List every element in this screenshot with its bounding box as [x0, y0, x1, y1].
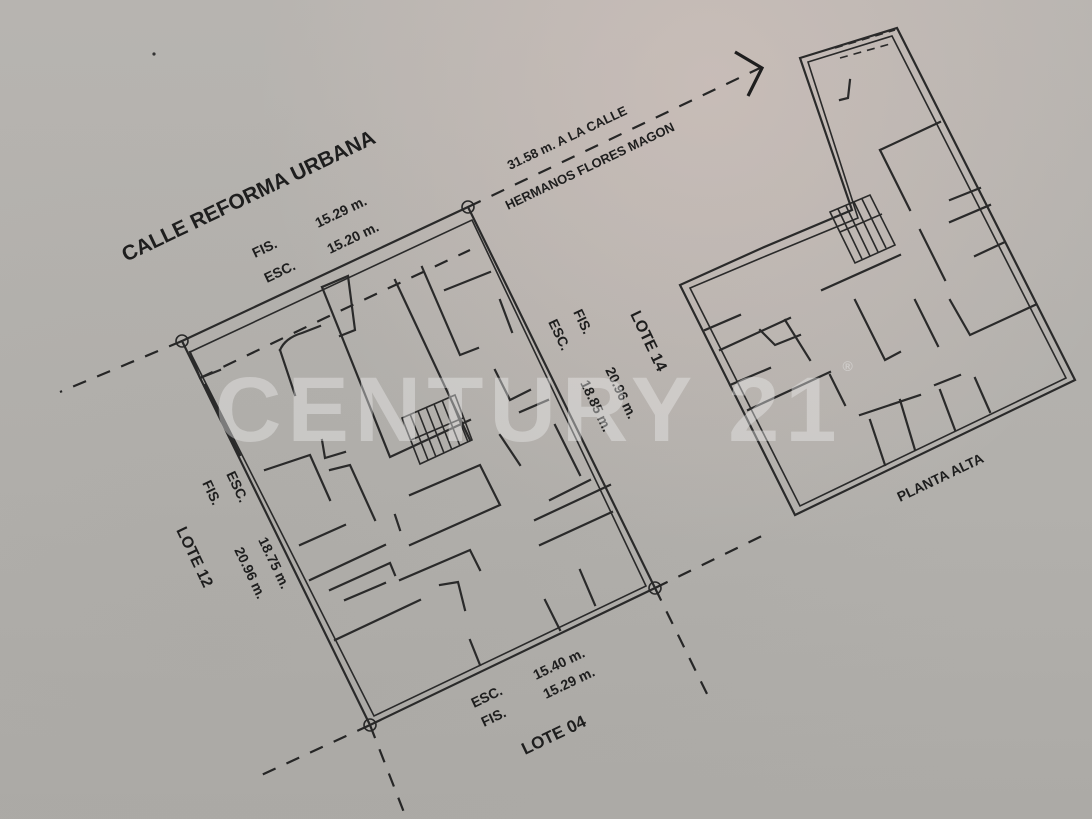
watermark: CENTURY 21®	[215, 358, 853, 463]
staircase-icon	[400, 393, 474, 466]
upper-floor-outline	[678, 26, 1077, 517]
neighbor-lote-12: LOTE 12	[172, 524, 215, 590]
direction-line	[467, 67, 761, 208]
upper-floor-outline-inner	[688, 35, 1068, 508]
boundary-extension-line	[654, 531, 771, 589]
ground-floor-plan	[59, 50, 771, 816]
front-fis-label: FIS.	[249, 235, 279, 260]
direction-arrow-icon	[734, 50, 765, 97]
watermark-text: CENTURY 21	[215, 359, 843, 461]
right-esc-label: ESC.	[545, 316, 574, 352]
lot-boundary	[180, 205, 657, 727]
back-fis-label: FIS.	[478, 704, 508, 729]
corner-marker	[461, 200, 475, 214]
boundary-extension-line	[368, 724, 407, 816]
ink-speck	[152, 52, 156, 56]
corner-marker	[648, 581, 662, 595]
staircase-icon	[828, 193, 897, 265]
upper-floor-plan	[678, 26, 1077, 517]
left-fis-label: FIS.	[199, 477, 224, 507]
corner-marker	[363, 718, 377, 732]
boundary-extension-line	[59, 339, 183, 394]
registered-mark: ®	[842, 358, 853, 374]
boundary-extension-line	[254, 724, 371, 779]
neighbor-lote-04: LOTE 04	[519, 712, 590, 759]
eave-line	[199, 249, 471, 379]
boundary-extension-line	[654, 587, 711, 701]
front-esc-label: ESC.	[261, 257, 297, 286]
corner-marker	[175, 334, 189, 348]
upper-floor-label: PLANTA ALTA	[894, 450, 986, 505]
lot-boundary-inner	[188, 218, 648, 718]
right-fis-label: FIS.	[570, 306, 595, 336]
